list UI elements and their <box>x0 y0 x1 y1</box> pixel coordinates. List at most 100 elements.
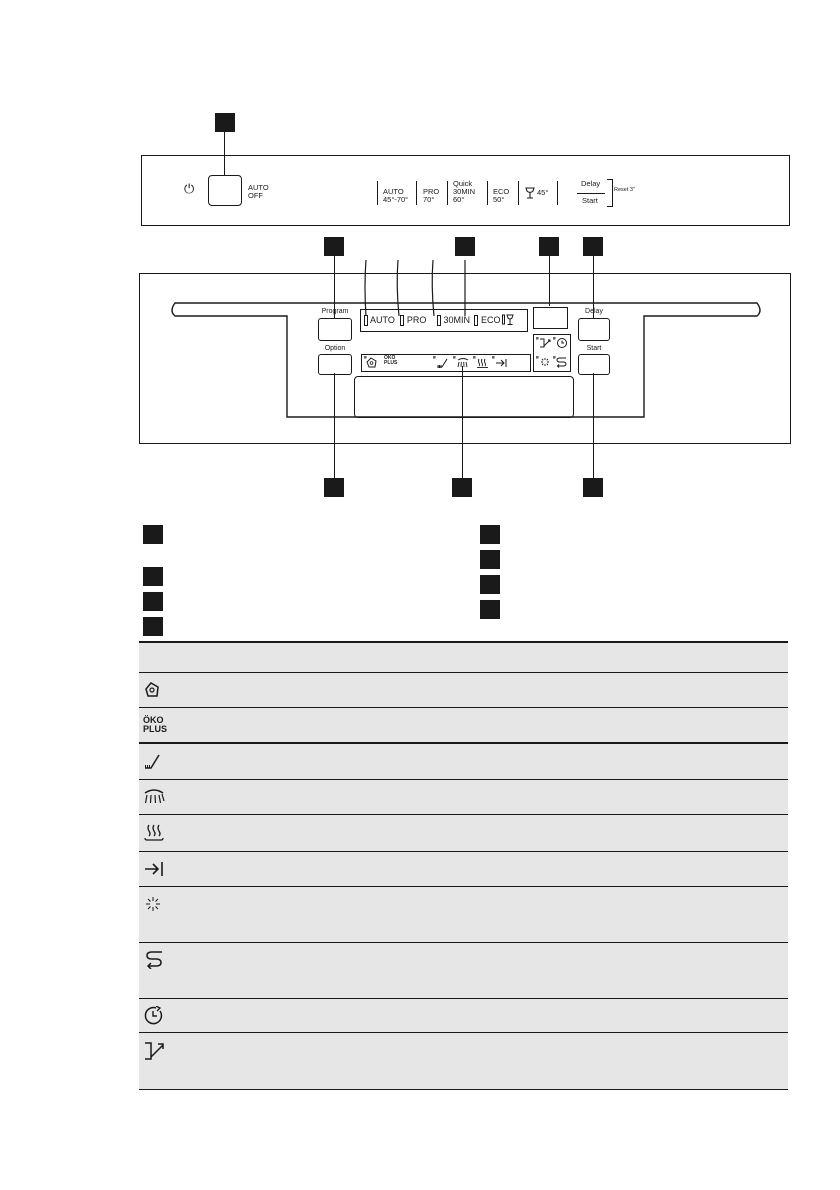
legend-callout-3 <box>143 592 163 611</box>
table-oko-text: ÖKO <box>143 715 164 725</box>
legend-callout-2 <box>143 567 163 586</box>
program-auto-label: AUTO 45°-70° <box>383 188 408 204</box>
reset-time: 3" <box>629 187 635 193</box>
callout-1-leader <box>224 132 225 176</box>
reset-bracket <box>607 179 613 207</box>
program-pro-line1: PRO <box>423 187 440 196</box>
reset-text: Reset <box>614 187 629 193</box>
program-pro-line2: 70° <box>423 195 435 204</box>
tablet-indicator-icon <box>364 356 378 369</box>
power-icon: ⏻ <box>184 181 195 196</box>
legend-callout-4 <box>143 617 163 636</box>
program-auto-line2: 45°-70° <box>383 195 409 204</box>
glass-icon <box>525 187 535 199</box>
table-row <box>139 743 788 780</box>
delay-label-strip: Delay <box>581 179 601 188</box>
table-row <box>139 779 788 815</box>
sun-sparkle-icon <box>139 886 183 943</box>
callout-6-leader <box>334 373 335 479</box>
delay-indicator-icon <box>553 337 569 349</box>
table-row <box>139 942 788 999</box>
table-row <box>139 814 788 852</box>
brush-indicator-icon <box>433 356 449 369</box>
callout-3-leaders <box>364 259 466 317</box>
delay-button[interactable] <box>578 318 610 341</box>
delay-display <box>533 307 568 329</box>
callout-5 <box>583 237 603 256</box>
delay-clock-icon <box>139 998 183 1033</box>
washing-brush-icon <box>139 743 183 780</box>
divider <box>447 181 448 205</box>
callout-7-leader <box>462 366 463 479</box>
callout-3 <box>455 237 475 256</box>
table-row <box>139 886 788 943</box>
table-plus-text: PLUS <box>143 724 168 734</box>
program-quick-label: Quick 30MIN 60° <box>453 180 475 204</box>
start-button[interactable] <box>578 354 610 375</box>
divider <box>416 181 417 205</box>
program-eco-label: ECO 50° <box>493 188 509 204</box>
callout-4-leader <box>549 256 550 306</box>
legend-callout-8 <box>480 600 500 619</box>
callout-8-leader <box>593 373 594 479</box>
callout-1 <box>215 113 235 132</box>
display-pro: PRO <box>406 315 427 325</box>
program-auto-line1: AUTO <box>383 187 404 196</box>
rinse-aid-cycle-icon <box>139 942 183 999</box>
delay-start-separator <box>577 193 605 194</box>
reset-label: Reset 3" <box>614 187 635 193</box>
power-button[interactable] <box>208 175 242 206</box>
table-row <box>139 998 788 1033</box>
legend-callout-6 <box>480 550 500 569</box>
divider <box>557 181 558 205</box>
display-program-row: AUTO PRO 30MIN ECO <box>364 315 501 327</box>
program-quick-line2: 30MIN <box>453 187 476 196</box>
divider <box>487 181 488 205</box>
rinse-aid-indicator-icon <box>536 337 552 349</box>
program-button-label: Program <box>321 308 349 315</box>
display-glass-icon <box>502 314 516 326</box>
table-row <box>139 672 788 708</box>
option-button[interactable] <box>318 354 352 375</box>
heat-indicator-icon <box>473 356 489 369</box>
control-panel-strip <box>141 155 790 226</box>
delay-button-label: Delay <box>585 308 603 315</box>
callout-4 <box>539 237 559 256</box>
control-panel-detail <box>139 273 791 444</box>
auto-off-label-line2: OFF <box>248 191 263 200</box>
auto-off-label-line1: AUTO <box>248 183 269 192</box>
oko-plus-icon: ÖKO PLUS <box>139 707 183 744</box>
legend-callout-1 <box>143 525 163 544</box>
oko-text: ÖKO <box>384 355 396 361</box>
table-row <box>139 851 788 887</box>
program-display <box>360 309 528 332</box>
callout-2-leader <box>334 256 335 318</box>
divider <box>377 181 378 205</box>
callout-7 <box>452 478 472 497</box>
callout-5-leader <box>593 256 594 318</box>
callout-6 <box>324 478 344 497</box>
symbol-table: ÖKO PLUS <box>139 643 788 1090</box>
display-eco: ECO <box>480 315 501 325</box>
options-indicator-row <box>361 354 531 372</box>
option-button-label: Option <box>324 345 346 352</box>
panel-window <box>354 376 574 418</box>
callout-8 <box>583 478 603 497</box>
display-30min: 30MIN <box>443 315 470 325</box>
tablet-icon <box>139 672 183 708</box>
program-button[interactable] <box>318 318 352 341</box>
plus-text: PLUS <box>384 360 398 366</box>
legend-callout-7 <box>480 575 500 594</box>
divider <box>518 181 519 205</box>
spray-indicator-icon <box>453 356 469 369</box>
program-quick-line1: Quick <box>453 179 473 188</box>
oko-plus-indicator: ÖKO PLUS <box>384 356 397 366</box>
program-eco-line2: 50° <box>493 195 505 204</box>
rinse-spray-icon <box>139 779 183 815</box>
rinse-cycle-indicator-icon <box>553 356 569 368</box>
display-auto: AUTO <box>370 315 395 325</box>
rinse-aid-dispenser-icon <box>139 1032 183 1090</box>
panel-outline <box>171 302 761 418</box>
end-arrow-icon <box>139 851 183 887</box>
start-button-label: Start <box>586 345 602 352</box>
